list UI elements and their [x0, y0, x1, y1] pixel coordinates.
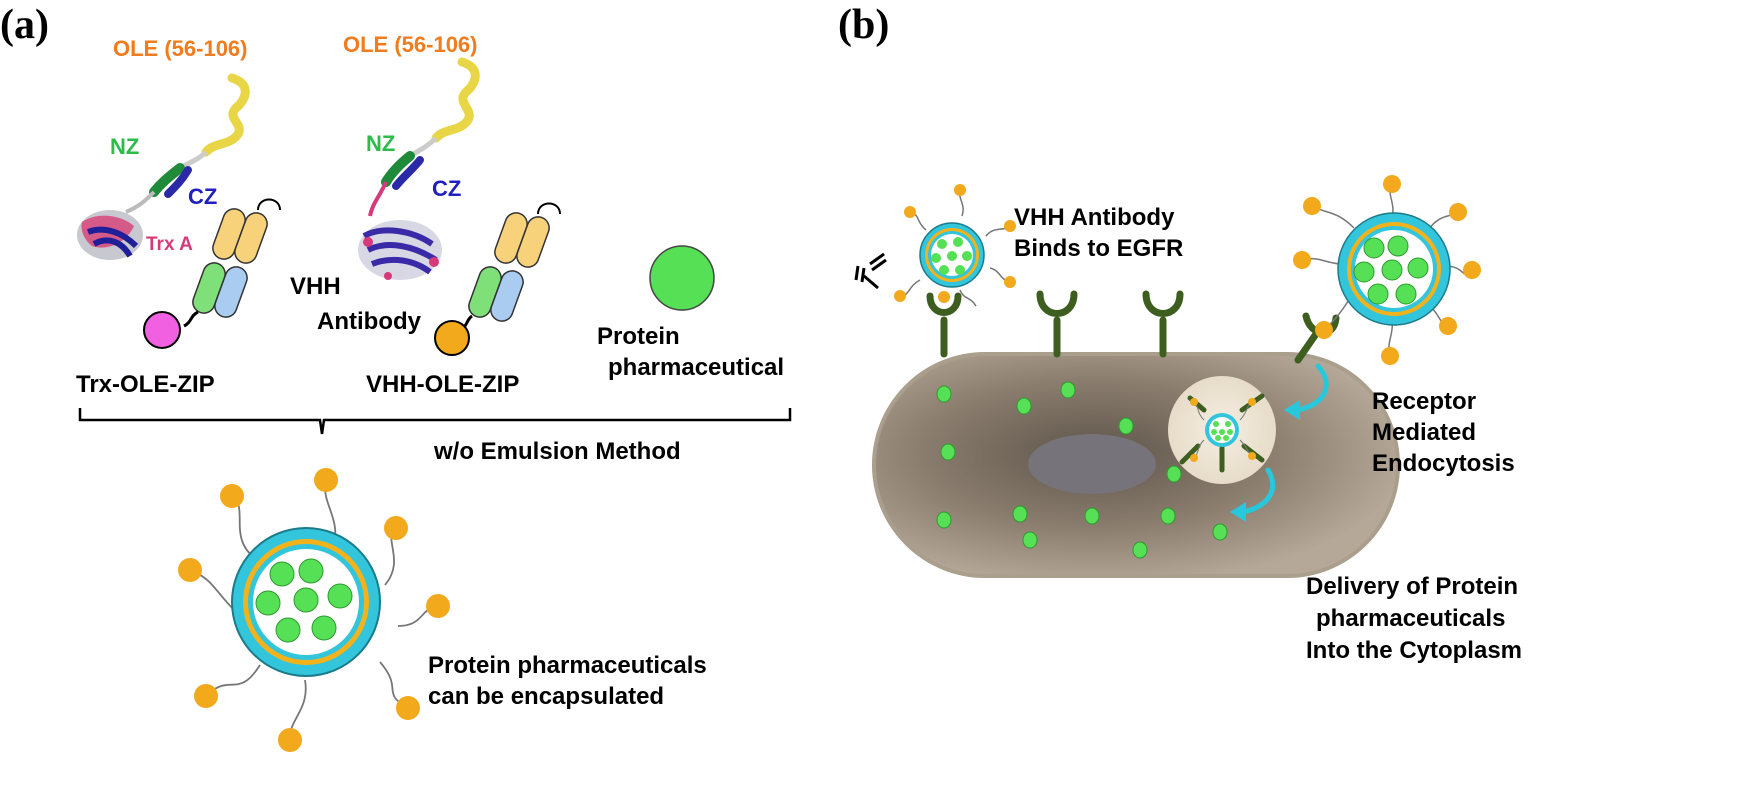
- trx-ole-zip-label: Trx-OLE-ZIP: [76, 371, 215, 398]
- small-oil-body-bound: [894, 184, 1016, 307]
- curved-arrow-icon: [1241, 363, 1329, 515]
- vhh-ole-structure: [358, 57, 480, 280]
- nz-label-1: NZ: [110, 134, 139, 159]
- vhh-label: VHH: [290, 273, 341, 300]
- encapsulated-label-2: can be encapsulated: [428, 683, 664, 710]
- panel-label-b: (b): [838, 2, 889, 48]
- cz-label-1: CZ: [188, 184, 217, 209]
- ole-label-1: OLE (56-106): [113, 36, 248, 61]
- endosome-vesicle: [1168, 376, 1276, 484]
- rme-label-1: Receptor: [1372, 388, 1476, 415]
- cell-body: [872, 352, 1400, 578]
- trx-ole-structure: [77, 73, 250, 260]
- nz-label-2: NZ: [366, 131, 395, 156]
- large-oil-body: [1293, 175, 1481, 365]
- delivery-label-3: Into the Cytoplasm: [1306, 637, 1522, 664]
- emulsion-method-label: w/o Emulsion Method: [433, 438, 681, 465]
- ole-label-2: OLE (56-106): [343, 32, 478, 57]
- vhh-ole-zip-label: VHH-OLE-ZIP: [366, 371, 519, 398]
- vhh-domain-ball: [434, 320, 470, 356]
- arrow-head-1: [1284, 400, 1300, 420]
- vhh-ole-zip-schematic: [434, 202, 561, 356]
- cz-label-2: CZ: [432, 176, 461, 201]
- delivery-label-1: Delivery of Protein: [1306, 573, 1518, 600]
- rme-label-2: Mediated: [1372, 419, 1476, 446]
- trxa-label: Trx A: [146, 234, 193, 255]
- trx-domain-ball: [143, 311, 181, 349]
- protein-pharmaceutical-ball: [649, 245, 715, 311]
- rme-label-3: Endocytosis: [1372, 450, 1515, 477]
- nucleus: [1028, 434, 1156, 494]
- binds-label-1: VHH Antibody: [1014, 204, 1175, 231]
- delivery-label-2: pharmaceuticals: [1316, 605, 1505, 632]
- cytoplasm-proteins: [936, 381, 1228, 559]
- grouping-brace: [78, 408, 792, 435]
- antibody-label: Antibody: [317, 308, 422, 335]
- antibody-icon: [854, 252, 887, 290]
- encapsulated-oil-body: [178, 468, 450, 752]
- receptor-icon: [926, 290, 1340, 364]
- encapsulated-label-1: Protein pharmaceuticals: [428, 652, 707, 679]
- pharmaceutical-label: pharmaceutical: [608, 354, 784, 381]
- panel-label-a: (a): [0, 2, 49, 48]
- trx-ole-zip-schematic: [143, 198, 281, 349]
- protein-label: Protein: [597, 323, 680, 350]
- binds-label-2: Binds to EGFR: [1014, 235, 1183, 262]
- arrow-head-2: [1230, 502, 1246, 522]
